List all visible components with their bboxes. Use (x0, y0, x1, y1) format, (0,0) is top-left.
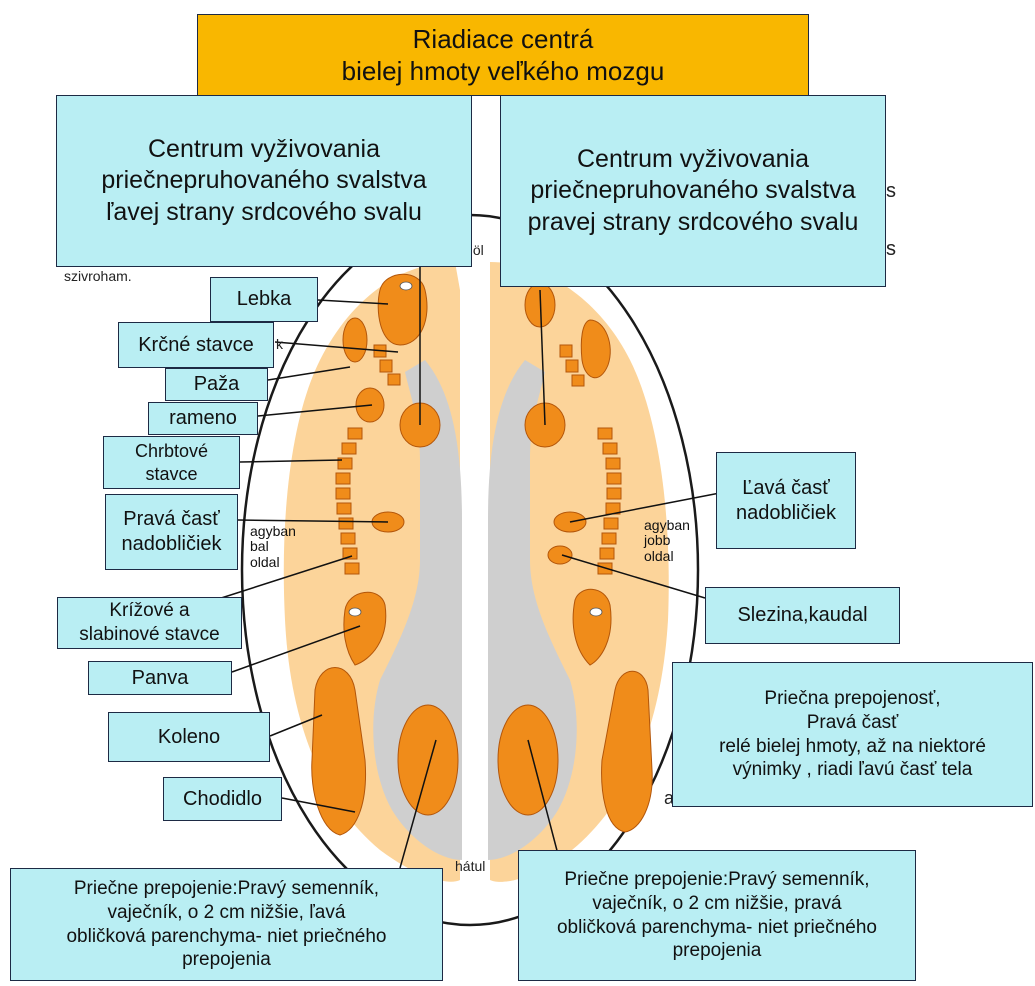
back-label: hátul (455, 858, 485, 874)
diagram-title: Riadiace centrá bielej hmoty veľkého moz… (197, 14, 809, 96)
callout-paza: Paža (165, 368, 268, 401)
bg-fragment-5: s (886, 238, 896, 261)
callout-top-right: Centrum vyživovania priečnepruhovaného s… (500, 95, 886, 287)
callout-rameno: rameno (148, 402, 258, 435)
bg-fragment-2: k (276, 336, 283, 352)
callout-chodidlo: Chodidlo (163, 777, 282, 821)
callout-bottom-left: Priečne prepojenie:Pravý semenník, vaječ… (10, 868, 443, 981)
callout-slezina: Slezina,kaudal (705, 587, 900, 644)
callout-krizove-stavce: Krížové a slabinové stavce (57, 597, 242, 649)
callout-lava-cast-nadobliciek: Ľavá časť nadobličiek (716, 452, 856, 549)
callout-lebka: Lebka (210, 277, 318, 322)
callout-top-left: Centrum vyživovania priečnepruhovaného s… (56, 95, 472, 267)
callout-panva: Panva (88, 661, 232, 695)
left-hemisphere-label: agyban bal oldal (250, 524, 296, 570)
callout-bottom-right: Priečne prepojenie:Pravý semenník, vaječ… (518, 850, 916, 981)
callout-krcne-stavce: Krčné stavce (118, 322, 274, 368)
bg-fragment-4: s (886, 180, 896, 203)
right-hemisphere-label: agyban jobb oldal (644, 518, 690, 564)
callout-priecna-prepojenost: Priečna prepojenosť, Pravá časť relé bie… (672, 662, 1033, 807)
callout-koleno: Koleno (108, 712, 270, 762)
callout-prava-cast-nadobliciek: Pravá časť nadobličiek (105, 494, 238, 570)
bg-fragment-1: szivroham. (64, 268, 132, 284)
callout-chrbtove-stavce: Chrbtové stavce (103, 436, 240, 489)
